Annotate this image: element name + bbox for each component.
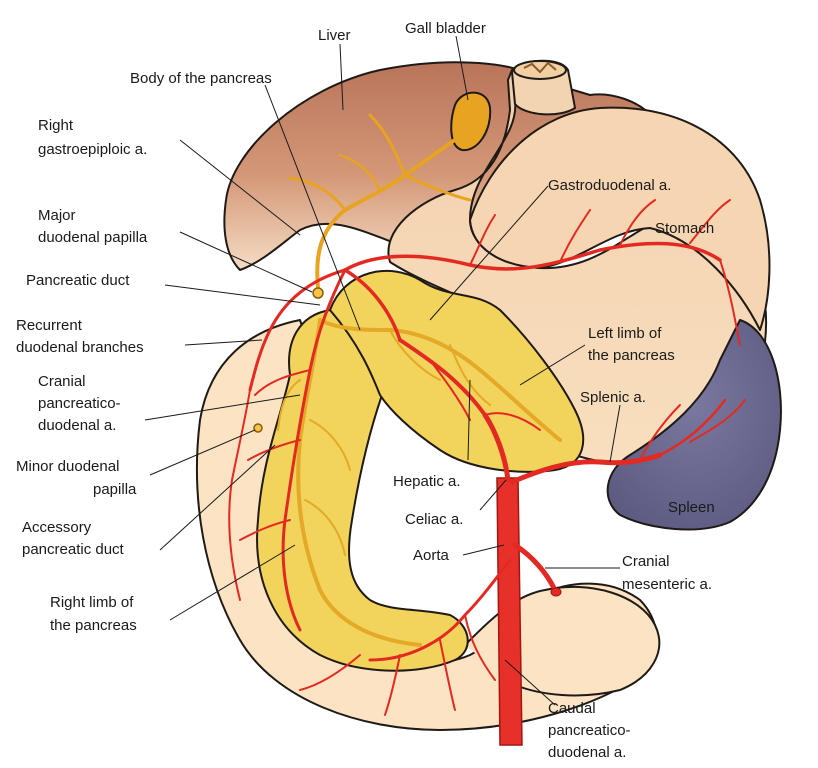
label-celiac: Celiac a. xyxy=(405,511,463,528)
aorta xyxy=(496,477,523,746)
label-splenic: Splenic a. xyxy=(580,389,646,406)
label-gall-bladder: Gall bladder xyxy=(405,20,486,37)
pancreatic-duct-tree xyxy=(277,318,562,647)
esophagus-lumen-detail xyxy=(523,61,557,74)
label-cranial-pd-2: pancreatico- xyxy=(38,395,121,412)
label-cranial-mesenteric-2: mesenteric a. xyxy=(622,576,712,593)
label-left-limb-2: the pancreas xyxy=(588,347,675,364)
label-caudal-pd-3: duodenal a. xyxy=(548,744,626,761)
label-pancreatic-duct: Pancreatic duct xyxy=(26,272,130,289)
pancreas-right-limb xyxy=(256,308,469,672)
label-right-gastroepiploic-2: gastroepiploic a. xyxy=(38,141,147,158)
label-hepatic: Hepatic a. xyxy=(393,473,461,490)
label-gastroduodenal: Gastroduodenal a. xyxy=(548,177,671,194)
label-right-gastroepiploic-1: Right xyxy=(38,117,74,134)
label-recurrent-duodenal-1: Recurrent xyxy=(16,317,83,334)
spleen xyxy=(606,319,782,531)
label-minor-duodenal-1: Minor duodenal xyxy=(16,458,119,475)
minor-duodenal-papilla xyxy=(253,423,263,433)
label-aorta: Aorta xyxy=(413,547,450,564)
esophagus-lumen xyxy=(513,60,567,80)
bile-ducts xyxy=(288,113,472,290)
label-right-limb-1: Right limb of xyxy=(50,594,134,611)
stomach-fundus xyxy=(469,106,771,331)
label-spleen: Spleen xyxy=(668,499,715,516)
label-liver: Liver xyxy=(318,27,351,44)
label-stomach: Stomach xyxy=(655,220,714,237)
label-major-duodenal-papilla-1: Major xyxy=(38,207,76,224)
label-cranial-pd-3: duodenal a. xyxy=(38,417,116,434)
label-major-duodenal-papilla-2: duodenal papilla xyxy=(38,229,148,246)
labels: Liver Gall bladder Body of the pancreas … xyxy=(16,20,715,761)
label-caudal-pd-2: pancreatico- xyxy=(548,722,631,739)
label-accessory-duct-1: Accessory xyxy=(22,519,92,536)
label-right-limb-2: the pancreas xyxy=(50,617,137,634)
label-minor-duodenal-2: papilla xyxy=(93,481,137,498)
major-duodenal-papilla xyxy=(312,287,324,299)
label-accessory-duct-2: pancreatic duct xyxy=(22,541,125,558)
label-cranial-mesenteric-1: Cranial xyxy=(622,553,670,570)
label-left-limb-1: Left limb of xyxy=(588,325,662,342)
label-recurrent-duodenal-2: duodenal branches xyxy=(16,339,144,356)
label-body-of-pancreas: Body of the pancreas xyxy=(130,70,272,87)
label-cranial-pd-1: Cranial xyxy=(38,373,86,390)
leader-lines xyxy=(144,35,621,706)
cranial-mesenteric-cut xyxy=(550,587,562,597)
label-caudal-pd-1: Caudal xyxy=(548,700,596,717)
